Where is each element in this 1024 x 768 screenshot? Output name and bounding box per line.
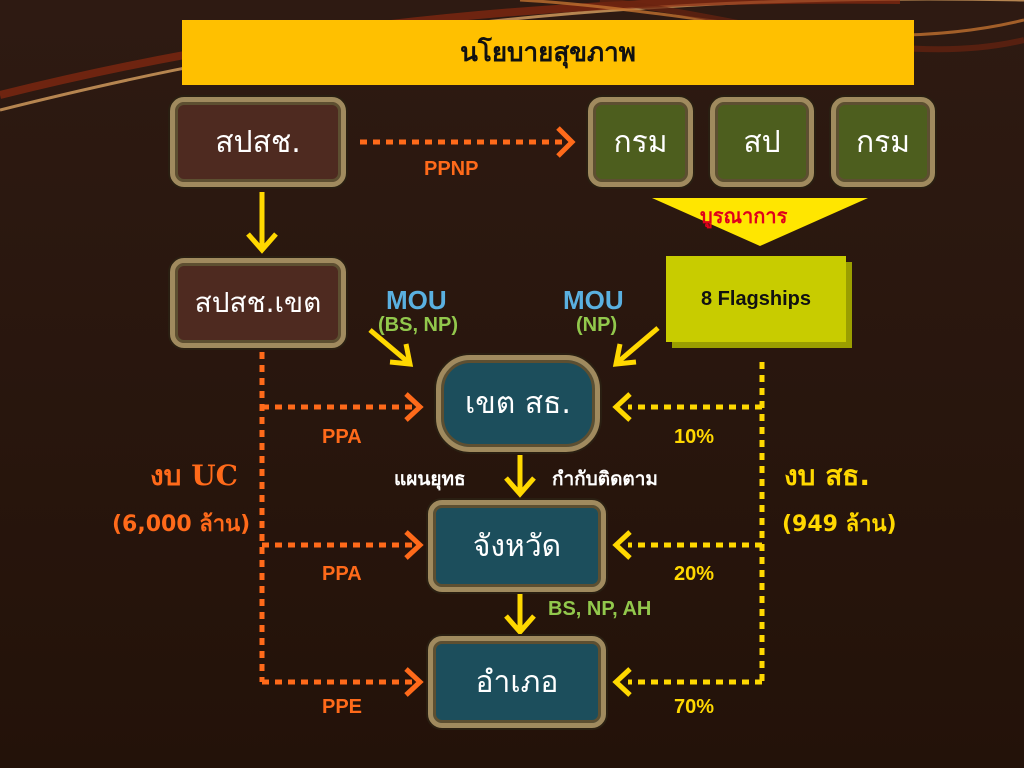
department-box-2: กรม bbox=[831, 97, 935, 187]
percent-10-label: 10% bbox=[674, 426, 715, 448]
health-policy-title: นโยบายสุขภาพ bbox=[182, 20, 914, 85]
ppa-label-1: PPA bbox=[322, 426, 362, 448]
integration-triangle bbox=[652, 198, 868, 246]
flagships-box: 8 Flagships bbox=[666, 256, 846, 342]
health-region-label: เขต สธ. bbox=[465, 386, 571, 421]
district-box: อำเภอ bbox=[428, 636, 606, 728]
permanent-secretary-label: สป bbox=[743, 124, 781, 160]
nhso-box: สปสช. bbox=[170, 97, 346, 187]
mou-left-sub-label: (BS, NP) bbox=[378, 314, 458, 336]
strategic-plan-label: แผนยุทธ bbox=[394, 468, 466, 490]
mou-right-label: MOU bbox=[563, 285, 624, 315]
nhso-region-box: สปสช.เขต bbox=[170, 258, 346, 348]
department-label-2: กรม bbox=[855, 124, 911, 160]
title-text: นโยบายสุขภาพ bbox=[460, 38, 636, 68]
province-box: จังหวัด bbox=[428, 500, 606, 592]
percent-70-label: 70% bbox=[674, 696, 715, 718]
nhso-label: สปสช. bbox=[215, 124, 301, 160]
mou-left-label: MOU bbox=[386, 285, 447, 315]
flagships-label: 8 Flagships bbox=[700, 287, 812, 310]
district-label: อำเภอ bbox=[475, 664, 559, 700]
uc-budget-amount: (6,000 ล้าน) bbox=[112, 512, 251, 537]
uc-budget-label: งบ UC bbox=[150, 459, 238, 492]
bs-np-ah-label: BS, NP, AH bbox=[548, 598, 652, 620]
moph-budget-amount: (949 ล้าน) bbox=[782, 512, 897, 537]
nhso-region-label: สปสช.เขต bbox=[194, 286, 322, 319]
ppa-label-2: PPA bbox=[322, 563, 362, 585]
health-region-box: เขต สธ. bbox=[436, 355, 600, 452]
mou-right-sub-label: (NP) bbox=[576, 314, 618, 336]
department-box-1: กรม bbox=[588, 97, 693, 187]
permanent-secretary-box: สป bbox=[710, 97, 814, 187]
monitoring-label: กำกับติดตาม bbox=[552, 468, 658, 490]
ppe-label: PPE bbox=[322, 696, 363, 718]
province-label: จังหวัด bbox=[472, 528, 562, 564]
percent-20-label: 20% bbox=[674, 563, 715, 585]
ppnp-label: PPNP bbox=[424, 158, 479, 180]
moph-budget-label: งบ สธ. bbox=[784, 459, 871, 492]
integration-label: บูรณาการ bbox=[700, 204, 788, 228]
department-label-1: กรม bbox=[613, 124, 668, 160]
